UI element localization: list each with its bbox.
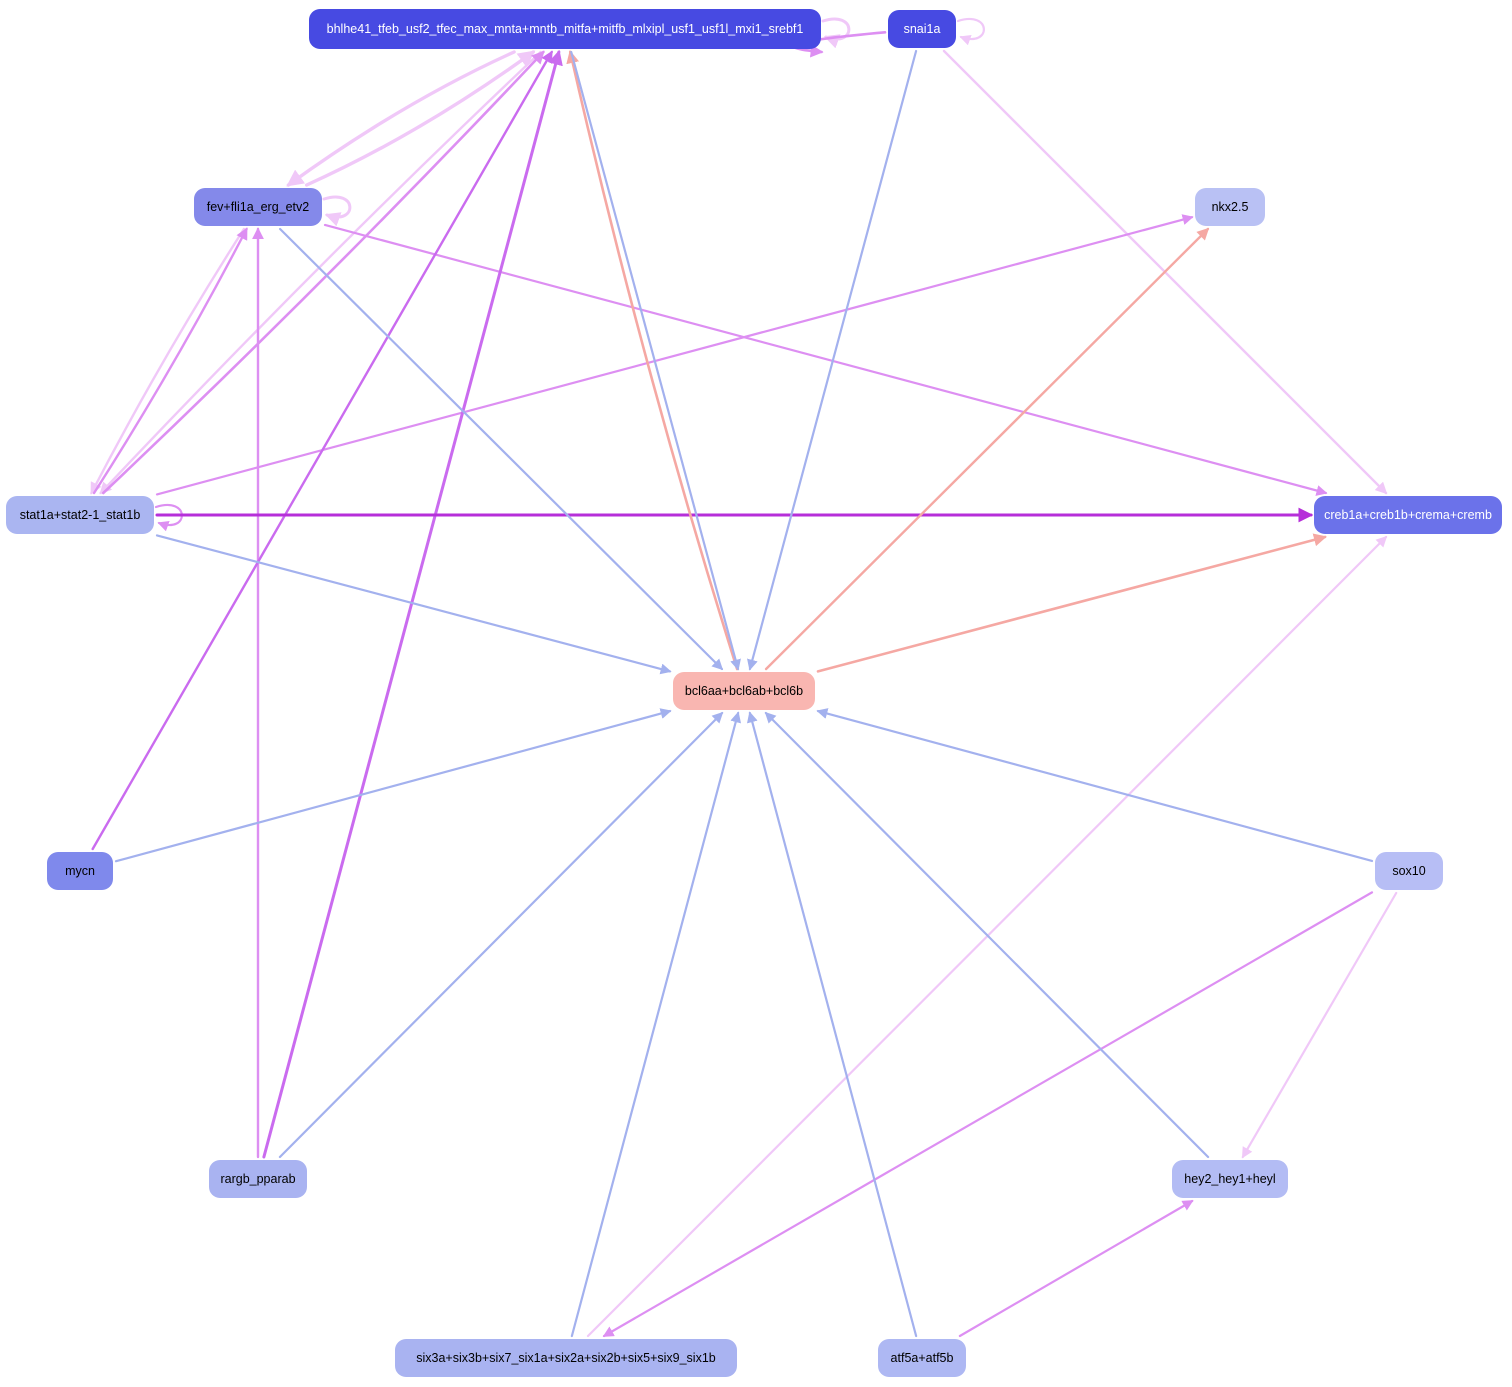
node-label: stat1a+stat2-1_stat1b bbox=[19, 507, 141, 522]
node-label: atf5a+atf5b bbox=[890, 1350, 954, 1365]
edge-fev-creb1a bbox=[323, 223, 1328, 496]
edge-bcl6-creb1a bbox=[816, 533, 1327, 673]
graph-node-stat1a[interactable]: stat1a+stat2-1_stat1b bbox=[6, 496, 154, 534]
edge-bhlhe41-fev bbox=[286, 50, 516, 187]
edge-stat1a-bcl6 bbox=[155, 534, 672, 675]
graph-node-nkx25[interactable]: nkx2.5 bbox=[1195, 188, 1265, 226]
edge-sox10-bcl6 bbox=[816, 708, 1374, 863]
node-label: fev+fli1a_erg_etv2 bbox=[206, 199, 310, 214]
edge-sox10-hey2 bbox=[1241, 891, 1398, 1159]
edge-bcl6-nkx25 bbox=[764, 227, 1210, 671]
node-label: rargb_pparab bbox=[220, 1171, 296, 1186]
edge-mycn-bcl6 bbox=[114, 708, 672, 863]
graph-node-atf5[interactable]: atf5a+atf5b bbox=[878, 1339, 966, 1377]
edge-fev-bhlhe41 bbox=[304, 50, 536, 187]
graph-node-bcl6[interactable]: bcl6aa+bcl6ab+bcl6b bbox=[673, 672, 815, 710]
node-label: hey2_hey1+heyl bbox=[1184, 1171, 1276, 1186]
graph-node-creb1a[interactable]: creb1a+creb1b+crema+cremb bbox=[1314, 496, 1502, 534]
graph-node-mycn[interactable]: mycn bbox=[47, 852, 113, 890]
node-label: bhlhe41_tfeb_usf2_tfec_max_mnta+mntb_mit… bbox=[326, 21, 804, 36]
edge-rargb-bhlhe41 bbox=[262, 49, 563, 1159]
edge-fev-stat1a bbox=[90, 227, 246, 495]
edge-bhlhe41-bcl6 bbox=[570, 50, 741, 671]
edge-stat1a-nkx25 bbox=[155, 214, 1194, 496]
node-label: mycn bbox=[65, 863, 95, 878]
edge-snai1a-snai1a bbox=[956, 18, 985, 46]
edge-bcl6-bhlhe41 bbox=[566, 50, 739, 671]
node-label: nkx2.5 bbox=[1211, 199, 1249, 214]
edge-atf5-hey2 bbox=[958, 1199, 1194, 1338]
edge-bhlhe41-bhlhe41 bbox=[821, 17, 851, 49]
edge-atf5-bcl6 bbox=[746, 711, 918, 1338]
graph-node-bhlhe41[interactable]: bhlhe41_tfeb_usf2_tfec_max_mnta+mntb_mit… bbox=[309, 9, 821, 49]
graph-node-rargb[interactable]: rargb_pparab bbox=[209, 1160, 307, 1198]
graph-node-sox10[interactable]: sox10 bbox=[1375, 852, 1443, 890]
edge-six-bcl6 bbox=[570, 711, 742, 1338]
edge-rargb-bcl6 bbox=[278, 711, 724, 1159]
edge-bhlhe41-stat1a bbox=[99, 50, 542, 495]
graph-node-snai1a[interactable]: snai1a bbox=[888, 10, 956, 48]
graph-node-six[interactable]: six3a+six3b+six7_six1a+six2a+six2b+six5+… bbox=[395, 1339, 737, 1377]
node-label: bcl6aa+bcl6ab+bcl6b bbox=[684, 683, 804, 698]
graph-node-hey2[interactable]: hey2_hey1+heyl bbox=[1172, 1160, 1288, 1198]
graph-node-fev[interactable]: fev+fli1a_erg_etv2 bbox=[194, 188, 322, 226]
node-label: six3a+six3b+six7_six1a+six2a+six2b+six5+… bbox=[416, 1350, 716, 1365]
edge-stat1a-fev bbox=[92, 227, 248, 495]
edge-fev-bcl6 bbox=[278, 227, 724, 671]
node-label: snai1a bbox=[903, 21, 941, 36]
edge-snai1a-bcl6 bbox=[747, 49, 918, 671]
node-label: creb1a+creb1b+crema+cremb bbox=[1324, 507, 1492, 522]
edge-fev-fev bbox=[322, 195, 352, 227]
edge-sox10-six bbox=[602, 891, 1374, 1338]
edge-mycn-bhlhe41 bbox=[91, 50, 553, 851]
edge-hey2-bcl6 bbox=[764, 711, 1210, 1159]
node-label: sox10 bbox=[1392, 863, 1426, 878]
